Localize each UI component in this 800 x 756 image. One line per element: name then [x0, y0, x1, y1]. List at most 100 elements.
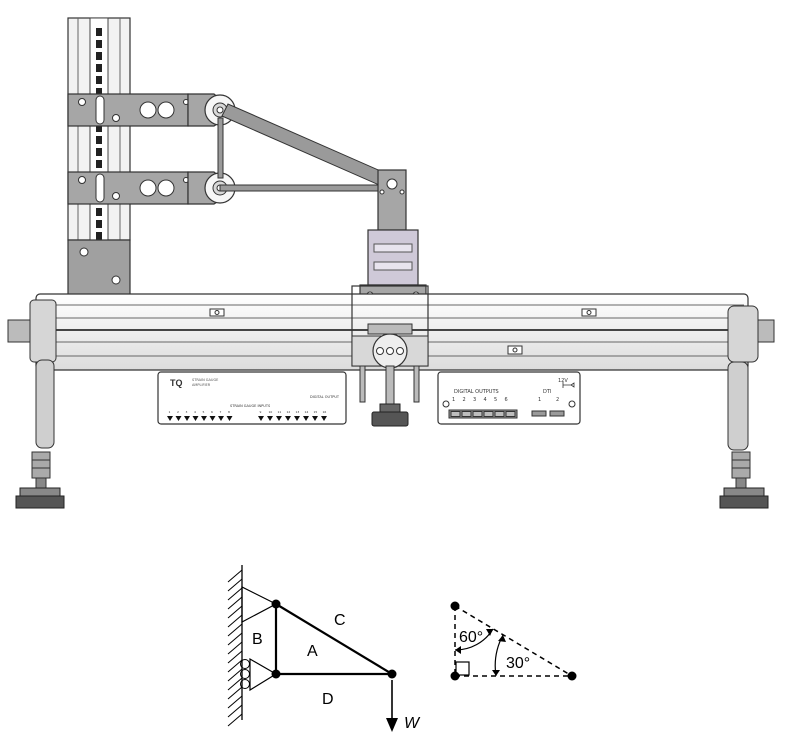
- strain-channel-number: 16: [323, 410, 327, 414]
- digital-sockets: [450, 411, 516, 417]
- roller-support: [249, 657, 278, 692]
- strain-input-arrow: [192, 416, 199, 421]
- panel-model-line1: STRAIN GAUGE: [192, 378, 218, 382]
- dti-label: DTI: [543, 389, 551, 395]
- column-slot: [96, 160, 102, 168]
- strain-channel-number: 7: [220, 410, 222, 414]
- right-leg: [719, 305, 775, 509]
- digital-output-number: 1: [452, 397, 455, 403]
- strain-input-arrow: [312, 416, 318, 421]
- strain-input-arrow: [218, 416, 224, 421]
- angle-30-label: 30°: [506, 655, 530, 672]
- digital-output-label: DIGITAL OUTPUT: [310, 395, 340, 399]
- voltage-label: 12V: [558, 378, 568, 384]
- column-slot: [96, 136, 102, 144]
- hatch-line: [227, 614, 243, 628]
- digital-socket: [461, 411, 472, 417]
- angle-60-label: 60°: [459, 629, 483, 646]
- column-slot: [96, 28, 102, 36]
- strain-input-arrow: [285, 416, 291, 421]
- vertex-right: [567, 671, 577, 681]
- digital-output-number: 3: [473, 397, 476, 403]
- hatch-line: [227, 677, 243, 691]
- hatch-line: [227, 668, 243, 682]
- label-a: A: [307, 643, 318, 660]
- digital-socket: [494, 411, 505, 417]
- strain-channel-number: 5: [203, 410, 205, 414]
- roller-circle: [240, 679, 250, 689]
- roller-circle: [240, 659, 250, 669]
- joint-top: [271, 599, 281, 609]
- hatch-line: [227, 641, 243, 655]
- column-slot: [96, 148, 102, 156]
- vertex-corner: [450, 671, 460, 681]
- joint-bottom: [271, 669, 281, 679]
- dti-number: 2: [556, 397, 559, 403]
- digital-output-number: 5: [494, 397, 497, 403]
- column-slot: [96, 64, 102, 72]
- strain-channel-number: 2: [177, 410, 179, 414]
- load-arrow-head: [386, 718, 398, 732]
- strain-inputs-label: STRAIN GAUGE INPUTS: [230, 404, 271, 408]
- strain-input-arrow: [276, 416, 282, 421]
- digital-socket: [483, 411, 494, 417]
- strain-channel-number: 15: [314, 410, 318, 414]
- panel-model-line2: AMPLIFIER: [192, 383, 211, 387]
- digital-socket: [472, 411, 483, 417]
- digital-socket: [450, 411, 461, 417]
- strain-input-arrow: [184, 416, 190, 421]
- usb-icon: [562, 382, 575, 388]
- column-slot: [96, 208, 102, 216]
- hatch-line: [227, 587, 243, 601]
- column-slot: [96, 124, 102, 132]
- upper-bracket: [67, 93, 236, 127]
- right-angle-marker: [455, 661, 470, 676]
- test-frame: TQ STRAIN GAUGE AMPLIFIER STRAIN GAUGE I…: [7, 17, 775, 509]
- strain-input-arrow: [267, 416, 273, 421]
- left-leg: [7, 299, 65, 509]
- hatch-line: [227, 569, 243, 583]
- column-slot: [96, 220, 102, 228]
- strain-input-arrow: [321, 416, 327, 421]
- strain-channel-number: 1: [169, 410, 171, 414]
- column-slot: [96, 76, 102, 84]
- hatch-line: [227, 605, 243, 619]
- label-d: D: [322, 691, 334, 708]
- member-c: [275, 603, 393, 675]
- dti-number: 1: [538, 397, 541, 403]
- strain-channel-number: 9: [260, 410, 262, 414]
- strain-input-arrow: [303, 416, 309, 421]
- load-label: W: [404, 715, 421, 732]
- strain-channel-number: 12: [287, 410, 291, 414]
- strain-channel-number: 4: [194, 410, 196, 414]
- column-slot: [96, 232, 102, 240]
- brand-logo: TQ: [170, 378, 183, 388]
- hatch-line: [227, 704, 243, 718]
- strain-channel-arrows: [167, 416, 327, 421]
- strain-channel-number: 10: [269, 410, 273, 414]
- hatch-line: [227, 623, 243, 637]
- lower-bracket: [67, 171, 236, 205]
- strain-input-arrow: [258, 416, 264, 421]
- strain-channel-number: 11: [278, 410, 282, 414]
- digital-output-number: 4: [484, 397, 487, 403]
- column-slot: [96, 40, 102, 48]
- hatch-line: [227, 659, 243, 673]
- hatch-line: [227, 596, 243, 610]
- digital-socket: [505, 411, 516, 417]
- strain-input-arrow: [226, 416, 233, 421]
- beam-carriage: [351, 285, 429, 427]
- strain-channel-number: 6: [211, 410, 213, 414]
- vertex-top: [450, 601, 460, 611]
- strain-channel-number: 13: [296, 410, 300, 414]
- strain-gauge-panel: TQ STRAIN GAUGE AMPLIFIER STRAIN GAUGE I…: [157, 371, 347, 425]
- joint-load: [387, 669, 397, 679]
- column-slot: [96, 52, 102, 60]
- strain-input-arrow: [167, 416, 173, 421]
- label-b: B: [252, 631, 263, 648]
- roller-circle: [240, 669, 250, 679]
